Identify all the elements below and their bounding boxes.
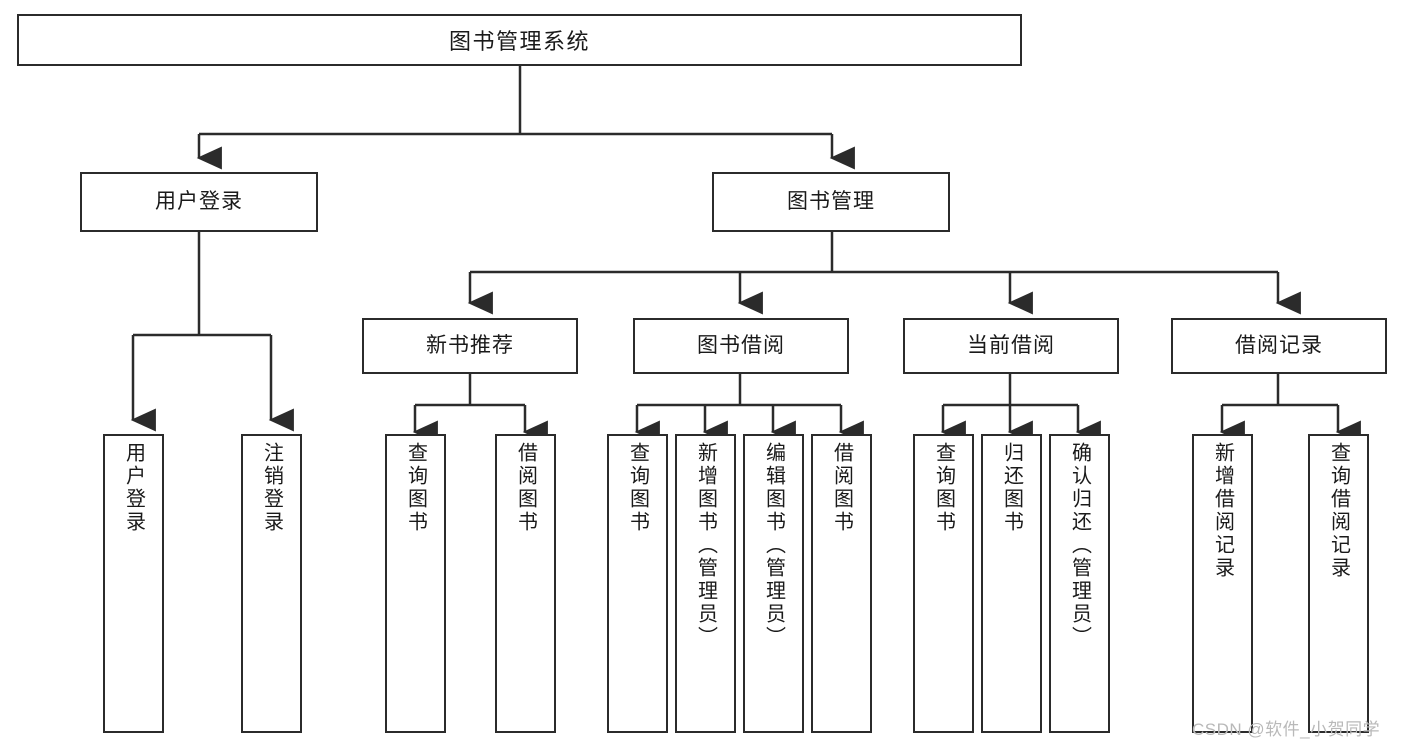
node-root-system[interactable]: 图书管理系统 <box>17 14 1022 66</box>
leaf-label: 查询图书 <box>932 442 955 534</box>
leaf-label: 归还图书 <box>1000 442 1023 534</box>
leaf-label: 新增借阅记录 <box>1211 442 1234 580</box>
node-borrow-record[interactable]: 借阅记录 <box>1171 318 1387 374</box>
node-leaf-edit-book[interactable]: 编辑图书（管理员） <box>743 434 804 733</box>
leaf-label: 查询图书 <box>626 442 649 534</box>
leaf-label: 注销登录 <box>260 442 283 534</box>
node-new-book-recommend[interactable]: 新书推荐 <box>362 318 578 374</box>
leaf-label: 查询借阅记录 <box>1327 442 1350 580</box>
node-leaf-confirm-return[interactable]: 确认归还（管理员） <box>1049 434 1110 733</box>
node-leaf-borrow-book-2[interactable]: 借阅图书 <box>811 434 872 733</box>
leaf-label: 借阅图书 <box>830 442 853 534</box>
node-current-borrow[interactable]: 当前借阅 <box>903 318 1119 374</box>
leaf-label: 借阅图书 <box>514 442 537 534</box>
node-leaf-query-book-1[interactable]: 查询图书 <box>385 434 446 733</box>
node-leaf-add-book[interactable]: 新增图书（管理员） <box>675 434 736 733</box>
node-leaf-return-book[interactable]: 归还图书 <box>981 434 1042 733</box>
leaf-label: 用户登录 <box>122 442 145 534</box>
node-leaf-borrow-book-1[interactable]: 借阅图书 <box>495 434 556 733</box>
node-leaf-query-book-3[interactable]: 查询图书 <box>913 434 974 733</box>
node-book-borrow[interactable]: 图书借阅 <box>633 318 849 374</box>
node-leaf-query-record[interactable]: 查询借阅记录 <box>1308 434 1369 733</box>
leaf-label: 新增图书（管理员） <box>694 442 717 649</box>
node-leaf-user-login[interactable]: 用户登录 <box>103 434 164 733</box>
node-leaf-add-record[interactable]: 新增借阅记录 <box>1192 434 1253 733</box>
csdn-watermark: CSDN @软件_小贺同学 <box>1192 720 1381 739</box>
node-leaf-logout-login[interactable]: 注销登录 <box>241 434 302 733</box>
node-leaf-query-book-2[interactable]: 查询图书 <box>607 434 668 733</box>
leaf-label: 编辑图书（管理员） <box>762 442 785 649</box>
node-user-login[interactable]: 用户登录 <box>80 172 318 232</box>
leaf-label: 确认归还（管理员） <box>1068 442 1091 649</box>
node-book-manage[interactable]: 图书管理 <box>712 172 950 232</box>
leaf-label: 查询图书 <box>404 442 427 534</box>
